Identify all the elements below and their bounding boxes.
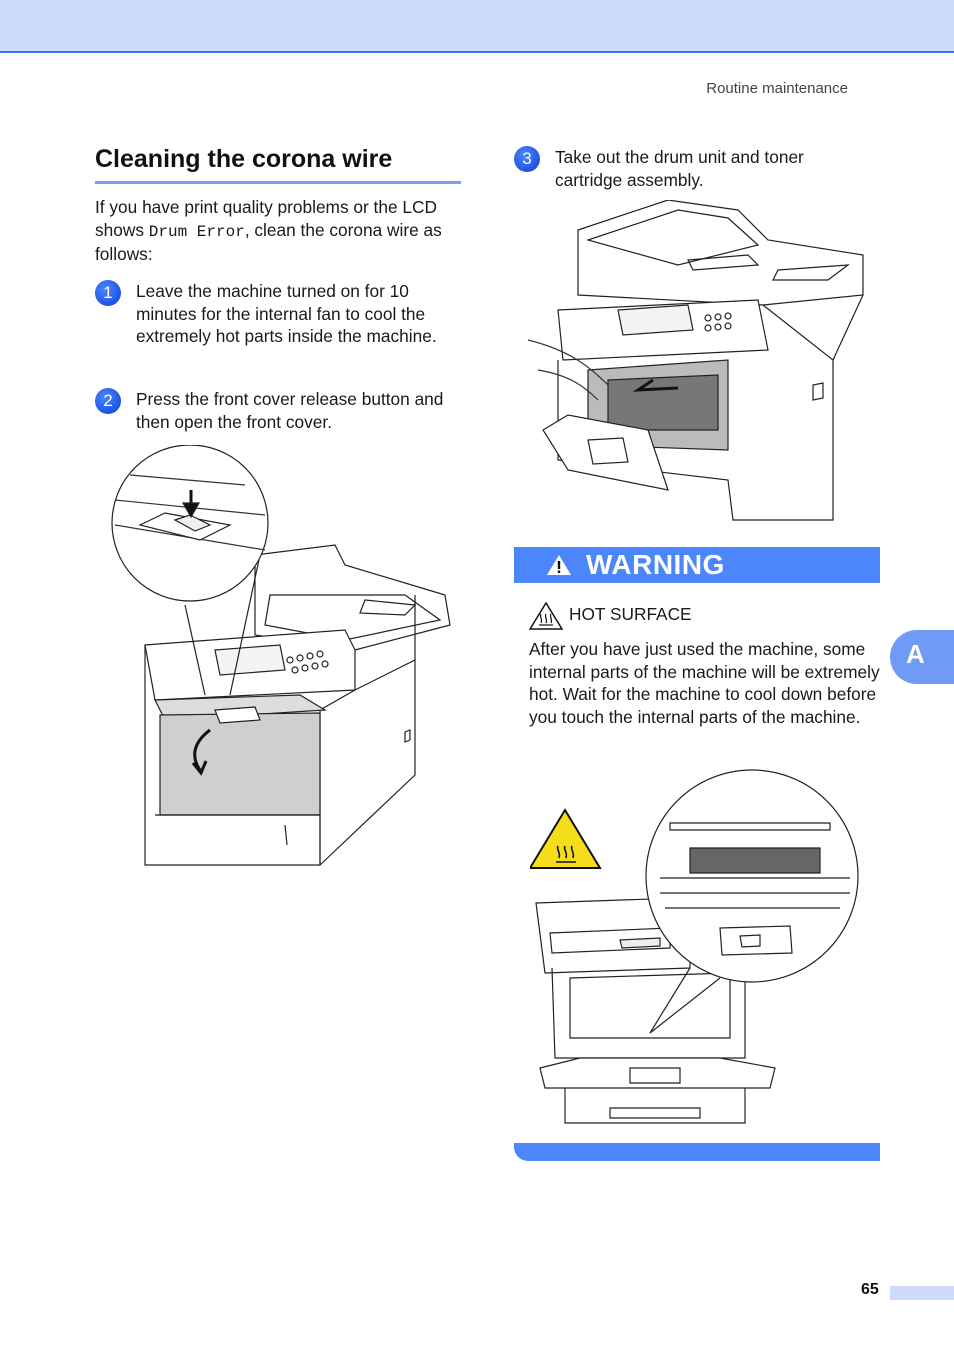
step-1-bullet: 1 bbox=[95, 280, 121, 306]
hot-parts-illustration bbox=[530, 769, 859, 1124]
front-cover-illustration bbox=[111, 445, 451, 866]
hot-surface-icon bbox=[528, 601, 564, 630]
hot-surface-row: HOT SURFACE bbox=[528, 601, 692, 635]
hot-surface-label: HOT SURFACE bbox=[569, 604, 692, 624]
warning-label: WARNING bbox=[586, 549, 725, 580]
warning-body: After you have just used the machine, so… bbox=[529, 639, 880, 727]
warning-header: WARNING bbox=[514, 547, 880, 583]
running-header: Routine maintenance bbox=[706, 80, 848, 97]
lcd-message-code: Drum Error bbox=[148, 222, 245, 241]
appendix-tab: A bbox=[890, 630, 954, 684]
step-2-text: Press the front cover release button and… bbox=[136, 389, 444, 432]
appendix-tab-label: A bbox=[906, 639, 925, 669]
page-number-box bbox=[890, 1286, 954, 1300]
page-number: 65 bbox=[861, 1281, 879, 1298]
warning-triangle-icon bbox=[547, 555, 571, 575]
intro-text-after: , clean the corona wire as follows: bbox=[95, 219, 442, 265]
title-underline bbox=[95, 181, 461, 184]
header-band bbox=[0, 0, 954, 53]
intro-paragraph: If you have print quality problems or th… bbox=[95, 196, 465, 266]
warning-footer-bar bbox=[514, 1143, 880, 1161]
drum-removal-illustration bbox=[528, 200, 864, 521]
step-1-text: Leave the machine turned on for 10 minut… bbox=[136, 281, 437, 346]
step-3-text: Take out the drum unit and toner cartrid… bbox=[555, 147, 804, 190]
step-2-bullet: 2 bbox=[95, 388, 121, 414]
step-3-bullet: 3 bbox=[514, 146, 540, 172]
section-title: Cleaning the corona wire bbox=[95, 145, 393, 173]
intro-text-before: If you have print quality problems or th… bbox=[95, 197, 437, 240]
